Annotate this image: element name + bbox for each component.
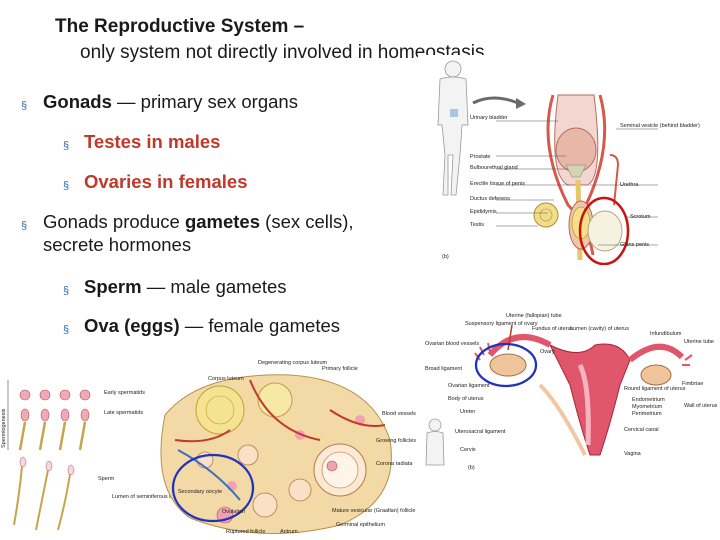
female-reproductive-figure: Suspensory ligament of ovary Uterine (fa… <box>425 313 718 471</box>
label-lumen-tubule: Lumen of seminiferous tubule <box>112 494 184 500</box>
label-ovulation: Ovulation <box>222 509 245 515</box>
bullet-marker-icon: § <box>21 100 28 112</box>
label-germinal-epithelium: Germinal epithelium <box>336 522 385 528</box>
female-label-wall-uterus: Wall of uterus <box>684 403 718 409</box>
male-label-urethra: Urethra <box>620 182 639 188</box>
male-label-erectile: Erectile tissue of penis <box>470 181 525 187</box>
bullet-marker-icon: § <box>63 285 70 297</box>
bullet-ova: § Ova (eggs) — female gametes <box>63 315 341 337</box>
male-organs <box>533 94 623 261</box>
bullet-gametes-post: (sex cells), <box>260 211 354 232</box>
label-growing-follicles: Growing follicles <box>376 438 416 444</box>
female-organs <box>474 324 693 456</box>
bullet-testes: § Testes in males <box>63 131 221 153</box>
female-label-fundus: Fundus of uterus <box>532 326 574 332</box>
label-sperm: Sperm <box>98 476 115 482</box>
female-figure-letter: (b) <box>468 465 475 471</box>
slide-title: The Reproductive System – only system no… <box>55 14 555 66</box>
bullet-gonads: § Gonads — primary sex organs <box>21 91 298 113</box>
label-degenerating-cl: Degenerating corpus luteum <box>258 360 328 366</box>
bullet-gametes: § Gonads produce gametes (sex cells), <box>21 211 354 233</box>
label-secondary-oocyte: Secondary oocyte <box>178 489 222 495</box>
label-early-spermatids: Early spermatids <box>104 390 145 396</box>
male-label-prostate: Prostate <box>470 154 490 160</box>
male-label-epididymis: Epididymis <box>470 209 497 215</box>
label-mature-follicle: Mature vesicular (Graafian) follicle <box>332 508 415 514</box>
bullet-marker-icon: § <box>63 140 70 152</box>
male-label-scrotum: Scrotum <box>630 214 651 220</box>
arrow-icon <box>516 98 526 109</box>
male-label-seminal-vesicle: Seminal vesicle (behind bladder) <box>620 123 700 129</box>
male-label-glans: Glans penis <box>620 242 649 248</box>
bullet-sperm-rest: — male gametes <box>141 276 287 297</box>
label-corpus-luteum: Corpus luteum <box>208 376 244 382</box>
male-body-outline-icon <box>437 60 469 196</box>
female-label-ovarian-vessels: Ovarian blood vessels <box>425 341 479 347</box>
ovary-follicle-figure: Spermiogenesis Early spermatids Late spe… <box>1 360 416 535</box>
female-label-cervix: Cervix <box>460 447 476 453</box>
spermiogenesis-label: Spermiogenesis <box>1 408 7 448</box>
label-antrum: Antrum <box>280 529 298 535</box>
male-reproductive-figure: Urinary bladder Prostate Bulbourethral g… <box>418 55 718 265</box>
leader-lines <box>496 120 658 246</box>
female-label-ovarian-ligament: Ovarian ligament <box>448 383 490 389</box>
female-label-fimbriae: Fimbriae <box>682 381 703 387</box>
female-label-ureter: Ureter <box>460 409 475 415</box>
male-label-testis: Testis <box>470 222 484 228</box>
female-label-round-ligament: Round ligament of uterus <box>624 386 686 392</box>
female-label-cervical-canal: Cervical canal <box>624 427 659 433</box>
female-label-uterosacral: Uterosacral ligament <box>455 429 506 435</box>
bullet-sperm-bold: Sperm <box>84 276 142 297</box>
male-figure-letter: (b) <box>442 254 449 260</box>
female-label-perimetrium: Perimetrium <box>632 411 662 417</box>
bullet-gametes-pre: Gonads produce <box>43 211 185 232</box>
female-label-body-uterus: Body of uterus <box>448 396 484 402</box>
bullet-ova-bold: Ova (eggs) <box>84 315 180 336</box>
ovary-highlight-circle <box>474 342 538 388</box>
label-primary-follicle: Primary follicle <box>322 366 358 372</box>
label-corona-radiata: Corona radiata <box>376 461 413 467</box>
bullet-marker-icon: § <box>63 324 70 336</box>
title-line-2: only system not directly involved in hom… <box>80 42 485 63</box>
label-blood-vessels: Blood vessels <box>382 411 416 417</box>
female-label-broad-ligament: Broad ligament <box>425 366 462 372</box>
label-ruptured-follicle: Ruptured follicle <box>226 529 265 535</box>
bullet-marker-icon: § <box>63 180 70 192</box>
title-line-1: The Reproductive System – <box>55 16 305 37</box>
female-label-infundibulum: Infundibulum <box>650 331 682 337</box>
bullet-gametes-bold: gametes <box>184 211 261 232</box>
sperm-development-strip: Spermiogenesis Early spermatids Late spe… <box>1 380 184 531</box>
bullet-testes-text: Testes in males <box>84 131 221 152</box>
bullet-marker-icon: § <box>21 220 28 232</box>
female-label-uterine-tube-right: Uterine tube <box>684 339 714 345</box>
female-label-lumen: Lumen (cavity) of uterus <box>570 326 629 332</box>
female-label-suspensory: Suspensory ligament of ovary <box>465 321 538 327</box>
bullet-gonads-rest: — primary sex organs <box>111 91 298 112</box>
secondary-oocyte-highlight-circle <box>171 453 255 523</box>
ovary-illustration <box>160 374 392 534</box>
female-label-vagina: Vagina <box>624 451 642 457</box>
female-label-myometrium: Myometrium <box>632 404 663 410</box>
label-late-spermatids: Late spermatids <box>104 410 143 416</box>
scrotum-highlight-circle <box>578 196 630 265</box>
female-label-endometrium: Endometrium <box>632 397 665 403</box>
bullet-ovaries-text: Ovaries in females <box>84 171 248 192</box>
male-label-ductus: Ductus deferens <box>470 196 510 202</box>
bullet-ova-rest: — female gametes <box>179 315 341 336</box>
male-label-urinary-bladder: Urinary bladder <box>470 115 508 121</box>
female-label-uterine-tube: Uterine (fallopian) tube <box>506 313 562 319</box>
bullet-gonads-bold: Gonads <box>43 91 112 112</box>
male-label-bulbourethral: Bulbourethral gland <box>470 165 518 171</box>
bullet-gametes-line2: secrete hormones <box>43 234 192 255</box>
female-label-ovary: Ovary <box>540 349 555 355</box>
bullet-sperm: § Sperm — male gametes <box>63 276 287 298</box>
bullet-ovaries: § Ovaries in females <box>63 171 248 193</box>
female-body-outline-icon <box>425 418 445 466</box>
